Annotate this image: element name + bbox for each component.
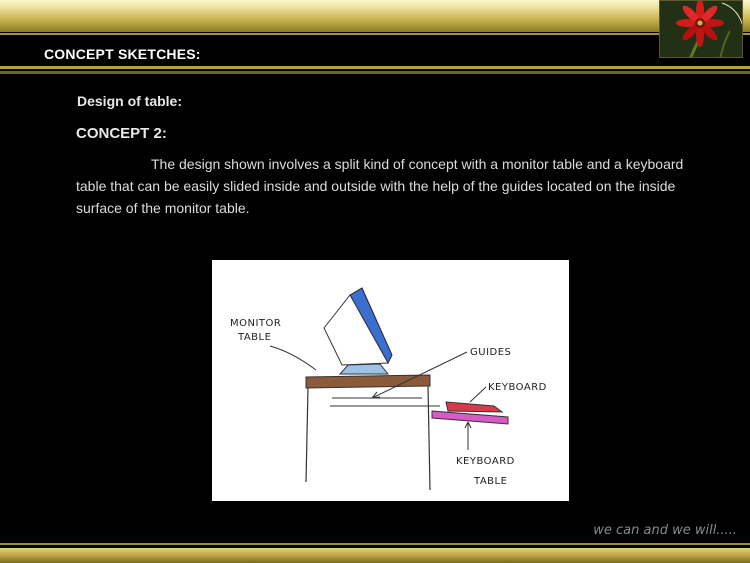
red-flower-icon [660,1,742,57]
keyboard-shape [445,401,504,413]
label-keyboard: KEYBOARD [488,382,547,393]
keyboard-table [431,410,509,425]
label-guides: GUIDES [470,347,511,358]
label-monitor-table-line2: TABLE [237,332,271,343]
label-keyboard-table-line2: TABLE [473,476,507,487]
monitor-stand [338,363,390,375]
label-monitor-table-line1: MONITOR [230,318,281,329]
header-rule-bottom [0,71,750,74]
logo-image [659,0,743,58]
monitor-table-top [305,374,431,389]
monitor-body [323,294,389,366]
top-gold-band [0,0,750,32]
footer-gold-band [0,548,750,563]
header-rule-top [0,66,750,69]
section-subheading: Design of table: [77,93,183,109]
concept-sketch-image: MONITOR TABLE GUIDES KEYBOARD KEYBOARD T… [212,260,569,501]
page-title: CONCEPT SKETCHES: [44,46,201,62]
description-paragraph: The design shown involves a split kind o… [76,156,684,216]
label-keyboard-table-line1: KEYBOARD [456,456,515,467]
footer-gold-rule [0,543,750,545]
top-gold-rule [0,33,750,35]
footer-tagline: we can and we will..... [593,523,737,538]
concept-title: CONCEPT 2: [76,125,167,142]
